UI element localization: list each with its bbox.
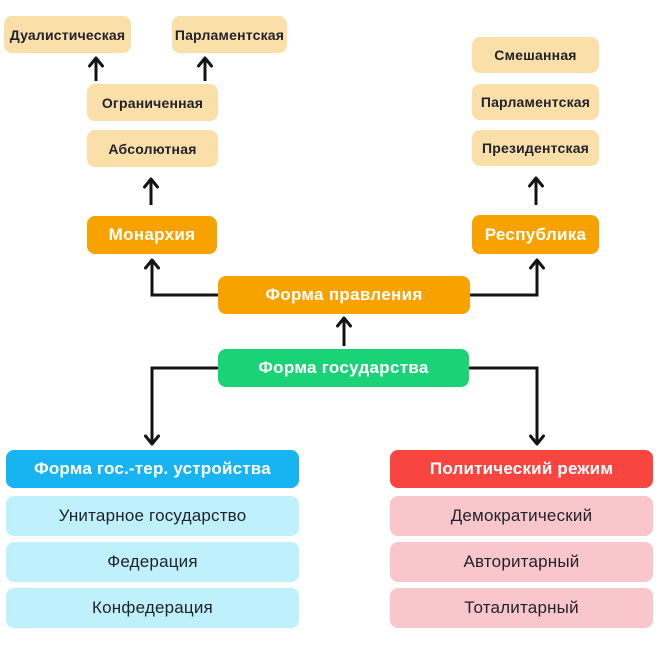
node-politicheskiy-rezhim: Политический режим <box>390 450 653 488</box>
node-prezidentskaya: Президентская <box>472 130 599 166</box>
arrow-forma-pravleniya-to-monarkhiya <box>144 258 218 297</box>
node-avtoritarnyy: Авторитарный <box>390 542 653 582</box>
node-forma-pravleniya: Форма правления <box>218 276 470 314</box>
node-federatsiya: Федерация <box>6 542 299 582</box>
node-smeshannaya: Смешанная <box>472 37 599 73</box>
node-ogranichennaya: Ограниченная <box>87 84 218 121</box>
node-absolyutnaya: Абсолютная <box>87 130 218 167</box>
node-monarkhiya: Монархия <box>87 216 217 254</box>
node-totalitarnyy: Тоталитарный <box>390 588 653 628</box>
node-respublika: Республика <box>472 215 599 254</box>
node-dualisticheskaya: Дуалистическая <box>4 16 131 53</box>
node-unitarnoye-gosudarstvo: Унитарное государство <box>6 496 299 536</box>
arrow-forma-pravleniya-to-respublika <box>470 258 545 297</box>
node-forma-ter-ustroystva: Форма гос.-тер. устройства <box>6 450 299 488</box>
arrow-forma-gosudarstva-to-ter-ustroystvo <box>144 366 218 446</box>
node-forma-gosudarstva: Форма государства <box>218 349 469 387</box>
node-demokraticheskiy: Демократический <box>390 496 653 536</box>
arrow-forma-gosudarstva-to-politicheskiy-rezhim <box>469 366 545 446</box>
node-parlamentskaya-respublika: Парламентская <box>472 84 599 120</box>
node-parlamentskaya-monarkhiya: Парламентская <box>172 16 287 53</box>
node-konfederatsiya: Конфедерация <box>6 588 299 628</box>
